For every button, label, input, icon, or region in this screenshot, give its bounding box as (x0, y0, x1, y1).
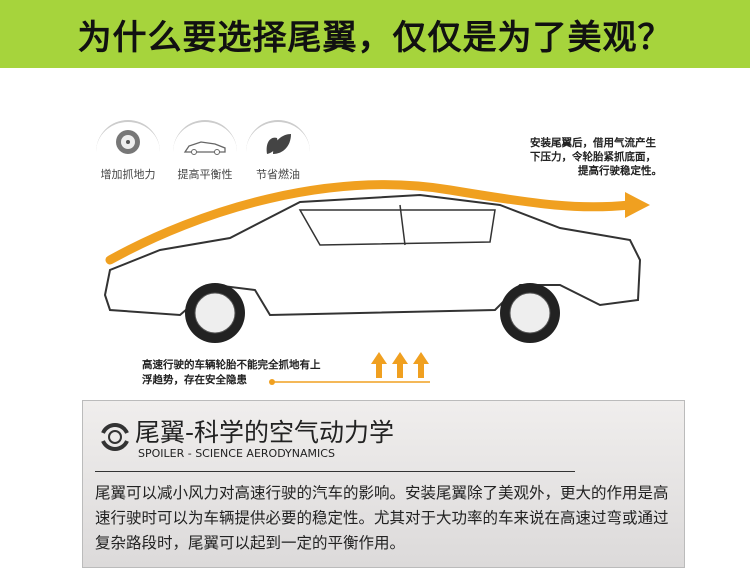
header-banner: 为什么要选择尾翼，仅仅是为了美观？ (0, 0, 750, 68)
car-illustration (103, 180, 650, 385)
car-body (103, 193, 642, 317)
car-icon (183, 141, 226, 155)
feature-grip: 增加抓地力 (88, 120, 168, 182)
spoiler-logo-icon (101, 423, 129, 451)
panel-body: 尾翼可以减小风力对高速行驶的汽车的影响。安装尾翼除了美观外，更大的作用是高速行驶… (95, 484, 669, 552)
feature-label: 提高平衡性 (177, 168, 233, 181)
airflow-arrowhead (625, 192, 650, 218)
panel-subtitle: SPOILER - SCIENCE AERODYNAMICS (138, 447, 335, 460)
downforce-note: 安装尾翼后，借用气流产生 下压力，令轮胎紧抓底面， 提高行驶稳定性。 (530, 137, 662, 177)
panel-title: 尾翼-科学的空气动力学 (135, 418, 395, 447)
airflow-arrow (105, 180, 635, 265)
info-panel: 尾翼-科学的空气动力学 SPOILER - SCIENCE AERODYNAMI… (82, 400, 685, 568)
lift-arrows (371, 352, 429, 378)
feature-fuel: 节省燃油 (238, 120, 318, 182)
feature-balance: 提高平衡性 (165, 120, 245, 182)
leaf-icon (266, 134, 291, 154)
page-title: 为什么要选择尾翼，仅仅是为了美观？ (77, 17, 673, 58)
divider (95, 471, 575, 472)
feature-label: 节省燃油 (256, 168, 300, 181)
feature-label: 增加抓地力 (100, 168, 156, 181)
wheel-icon (116, 130, 140, 154)
lift-warning-note: 高速行驶的车辆轮胎不能完全抓地有上 浮趋势，存在安全隐患 (142, 359, 321, 386)
